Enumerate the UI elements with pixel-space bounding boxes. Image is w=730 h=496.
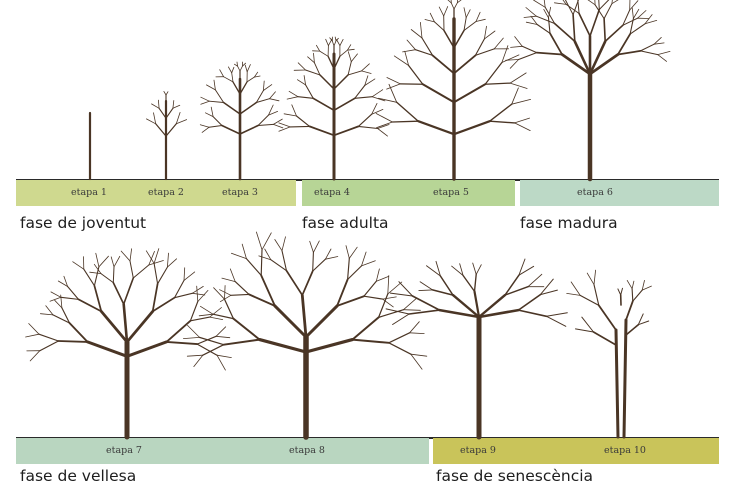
stage-label-3: etapa 3 — [222, 187, 258, 198]
stage-label-7: etapa 7 — [106, 445, 142, 456]
tree-stage-8 — [182, 231, 428, 440]
phase-label-senescencia: fase de senescència — [436, 467, 594, 485]
tree-stage-10 — [566, 269, 652, 439]
phase-label-madura: fase madura — [520, 214, 618, 232]
stage-label-6: etapa 6 — [577, 187, 613, 198]
phase-label-vellesa: fase de vellesa — [20, 467, 137, 485]
stage-label-1: etapa 1 — [71, 187, 107, 198]
tree-stage-6 — [505, 0, 671, 182]
tree-stage-7 — [25, 248, 232, 440]
tree-stage-9 — [385, 258, 568, 440]
tree-stage-3 — [199, 61, 284, 181]
tree-stage-4 — [278, 36, 390, 181]
phase-label-juventut: fase de joventut — [20, 214, 147, 232]
phase-label-adulta: fase adulta — [302, 214, 389, 232]
phase-band-senescencia — [433, 438, 719, 464]
trunk — [614, 328, 620, 439]
phase-band-juventut — [16, 180, 296, 206]
phase-band-vellesa — [16, 438, 429, 464]
stage-label-9: etapa 9 — [460, 445, 496, 456]
phase-band-adulta — [302, 180, 515, 206]
trunk — [622, 318, 628, 439]
stage-label-5: etapa 5 — [433, 187, 469, 198]
stage-label-2: etapa 2 — [148, 187, 184, 198]
stage-label-10: etapa 10 — [604, 445, 646, 456]
stage-label-8: etapa 8 — [289, 445, 325, 456]
phase-band-madura — [520, 180, 719, 206]
tree-stage-5 — [375, 0, 532, 181]
tree-stage-2 — [145, 91, 188, 181]
stage-label-4: etapa 4 — [314, 187, 350, 198]
